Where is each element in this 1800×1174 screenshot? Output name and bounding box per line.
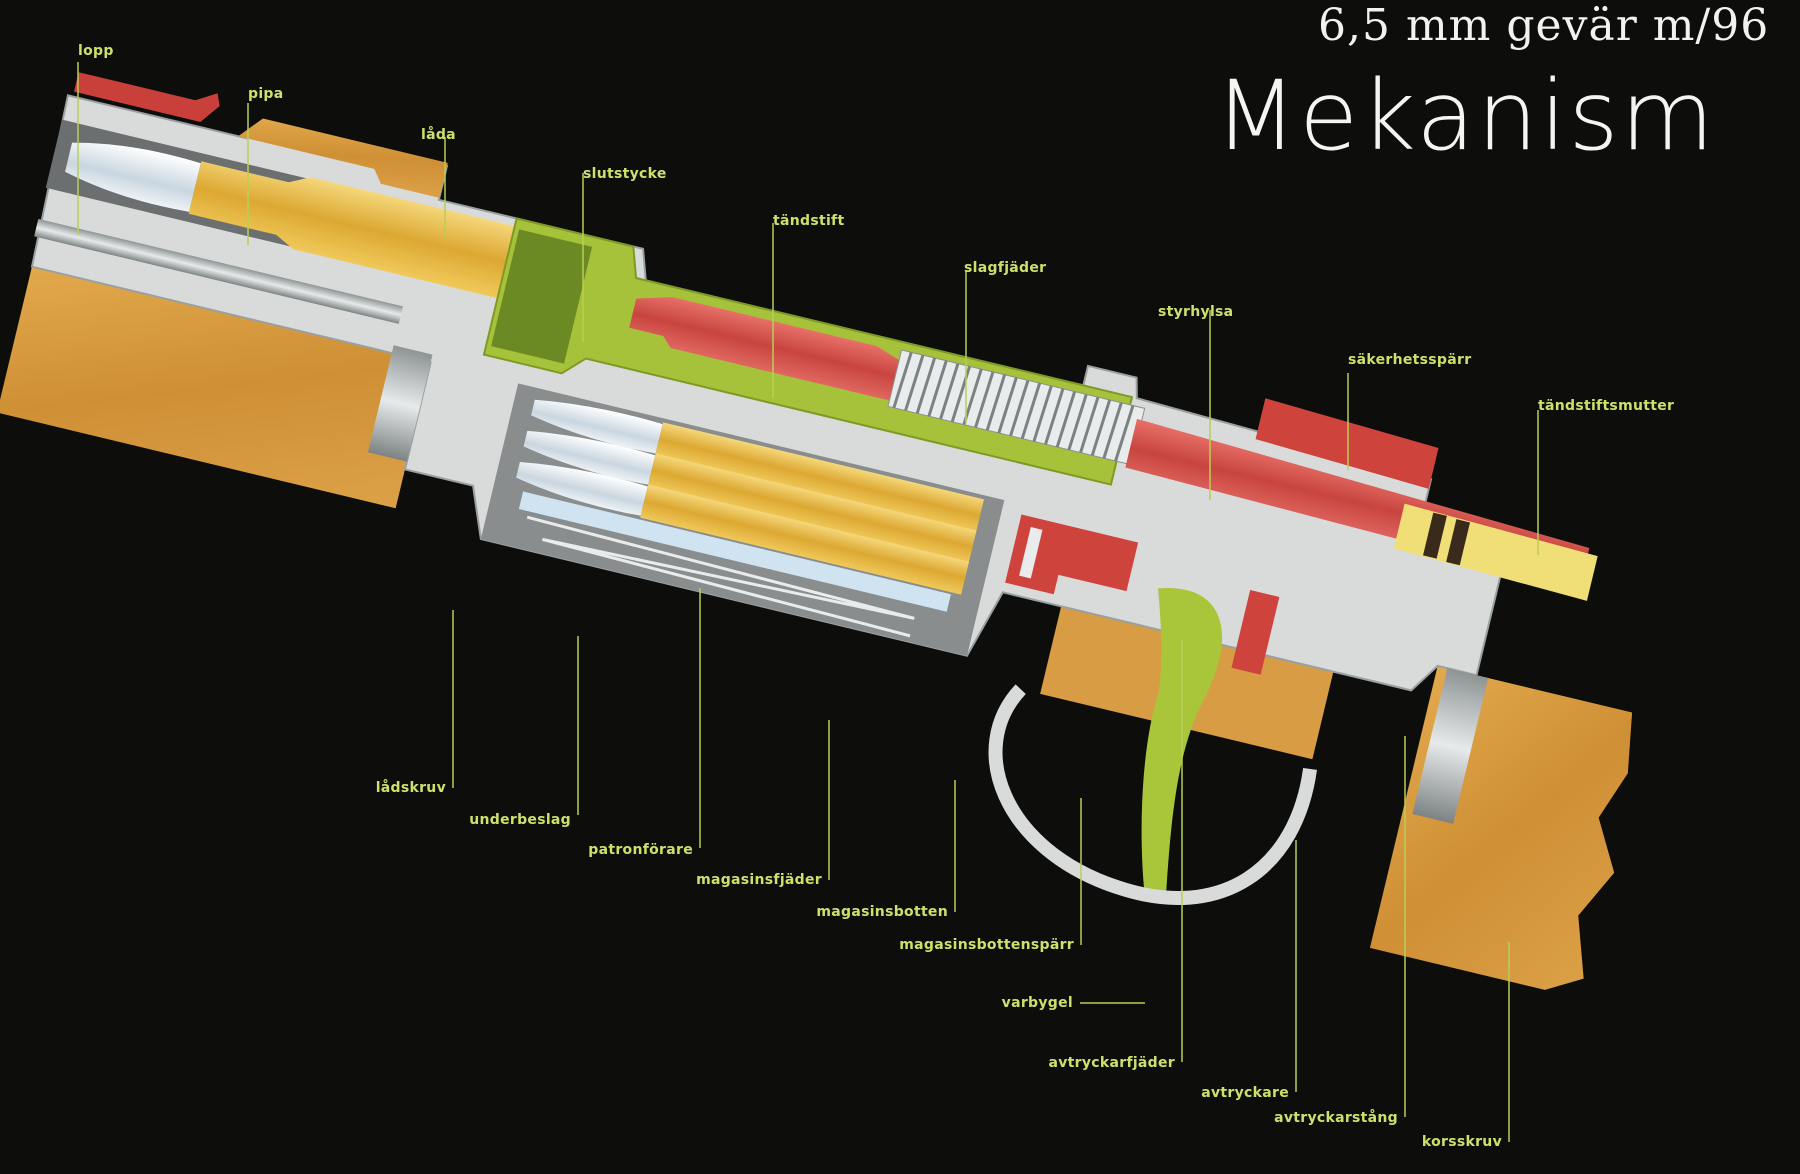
trigger-guard [988, 684, 1317, 905]
leader-lines [77, 62, 1539, 1142]
cocking-piece-nut [1393, 503, 1598, 601]
mag-case-1 [655, 422, 984, 533]
nut-stripe-1 [1423, 512, 1447, 559]
label-avtryckarfjader: avtryckarfjäder [1048, 1055, 1175, 1071]
cleaning-rod-channel [34, 218, 403, 324]
upper-handguard-wood [238, 118, 448, 198]
label-magasinsfjader: magasinsfjäder [696, 872, 822, 888]
bolt-face-dark [491, 229, 593, 364]
rear-stock-wood [1369, 665, 1633, 990]
label-styrhylsa: styrhylsa [1158, 304, 1234, 320]
label-avtryckarstang: avtryckarstång [1274, 1110, 1398, 1126]
mag-bullet-1 [531, 399, 663, 454]
safety-catch-red [1255, 398, 1439, 489]
label-korsskruv: korsskruv [1421, 1134, 1502, 1150]
label-pipa: pipa [248, 86, 284, 102]
mag-case-2 [647, 453, 977, 564]
diagram-title: Mekanism [1214, 60, 1716, 172]
label-ladskruv: lådskruv [375, 780, 446, 796]
follower-plate [518, 491, 951, 612]
label-avtryckare: avtryckare [1201, 1085, 1289, 1101]
trigger-bar-red [1231, 589, 1280, 675]
firing-pin [629, 297, 904, 402]
label-varbygel: varbygel [1001, 995, 1073, 1011]
label-lopp: lopp [78, 43, 114, 59]
mag-bullet-2 [523, 430, 656, 485]
label-lada: låda [421, 127, 456, 143]
label-underbeslag: underbeslag [469, 812, 571, 828]
trigger-spring [1019, 527, 1043, 579]
nut-stripe-2 [1446, 519, 1471, 566]
front-action-screw [367, 345, 433, 462]
chamber-bullet [65, 142, 201, 212]
label-magasinsbotten: magasinsbotten [816, 904, 948, 920]
front-sight-red [74, 72, 220, 123]
label-tandstift: tändstift [773, 213, 845, 229]
rifle-body [0, 72, 1633, 990]
label-sakerhetssparr: säkerhetsspärr [1348, 352, 1472, 368]
label-slutstycke: slutstycke [583, 166, 667, 182]
rear-cross-screw [1412, 668, 1489, 824]
mag-bullet-3 [516, 461, 648, 516]
wooden-stock [0, 266, 431, 509]
mag-case-3 [640, 484, 970, 595]
label-slagfjader: slagfjäder [964, 260, 1047, 276]
diagram-subtitle: 6,5 mm gevär m/96 [1318, 0, 1770, 51]
label-patronforare: patronförare [588, 842, 693, 858]
chamber-cartridge-case [188, 161, 515, 299]
label-tandstiftsmutter: tändstiftsmutter [1538, 398, 1675, 414]
magazine-spring [526, 515, 915, 638]
mainspring [887, 349, 1146, 466]
label-magasinsbottenspärr: magasinsbottenspärr [899, 937, 1074, 953]
